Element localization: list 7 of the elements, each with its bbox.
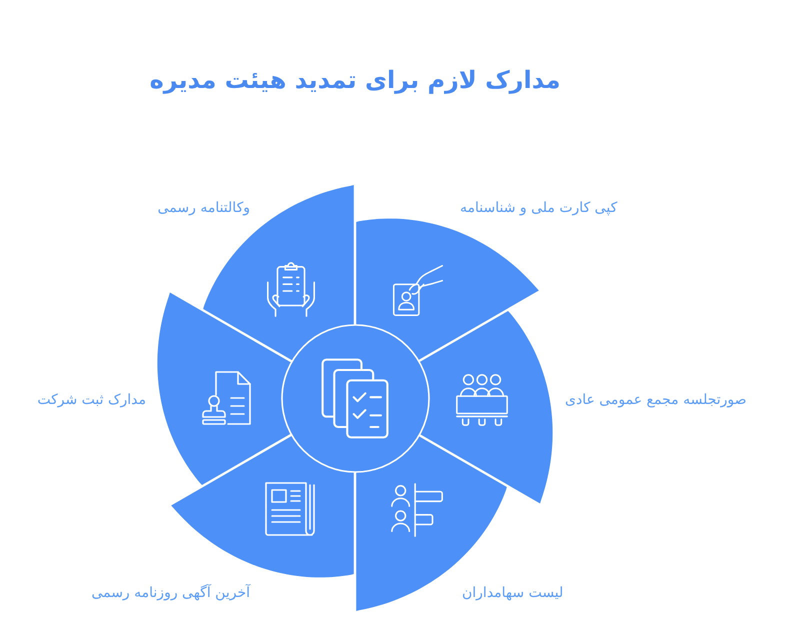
segment-label: مدارک ثبت شرکت [37, 391, 146, 410]
segment-label: آخرین آگهی روزنامه رسمی [91, 583, 250, 603]
segment-label: کپی کارت ملی و شناسنامه [460, 199, 618, 218]
segment-label: صورتجلسه مجمع عمومی عادی [565, 391, 747, 410]
diagram-title: مدارک لازم برای تمدید هیئت مدیره [150, 65, 560, 96]
segment-label: لیست سهامداران [462, 584, 564, 603]
segment-label: وکالتنامه رسمی [158, 199, 250, 218]
